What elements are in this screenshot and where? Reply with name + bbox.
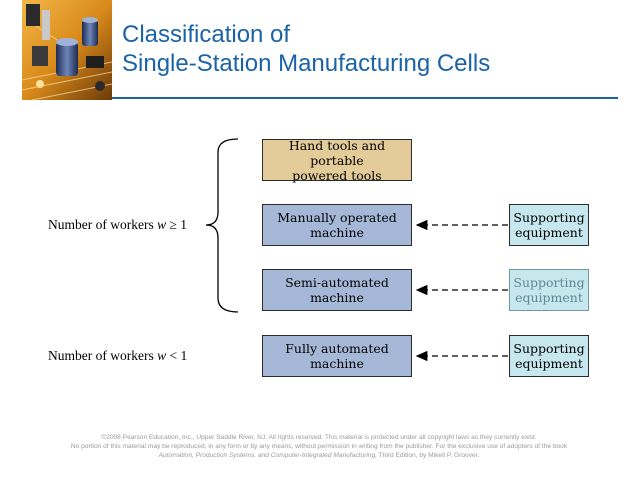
- workers-lt-var: w: [157, 348, 167, 363]
- title-line-2: Single-Station Manufacturing Cells: [122, 50, 491, 77]
- supporting-equipment-fully: Supporting equipment: [509, 335, 589, 377]
- title-underline: [112, 97, 618, 99]
- workers-brace: [205, 138, 239, 313]
- book-edition: Third Edition, by Mikell P. Groover.: [376, 452, 480, 459]
- header-photo: [22, 0, 112, 100]
- supporting-equipment-manual: Supporting equipment: [509, 204, 589, 246]
- workers-ge-var: w: [157, 217, 167, 232]
- copyright-line-1: ©2008 Pearson Education, Inc., Upper Sad…: [101, 434, 537, 441]
- book-title: Automation, Production Systems, and Comp…: [158, 452, 377, 459]
- hand-tools-box: Hand tools and portable powered tools: [262, 138, 412, 183]
- copyright-line-2: No portion of this material may be repro…: [70, 443, 568, 450]
- workers-lt-prefix: Number of workers: [48, 348, 158, 363]
- supporting-equipment-semi: Supporting equipment: [509, 269, 589, 311]
- circuit-board-image: [22, 0, 112, 100]
- workers-lt-one-label: Number of workers w < 1: [48, 348, 187, 364]
- title-line-1: Classification of: [122, 21, 291, 48]
- workers-ge-one-label: Number of workers w ≥ 1: [48, 217, 187, 233]
- slide-title: Classification of Single-Station Manufac…: [122, 20, 622, 78]
- workers-ge-rel: ≥ 1: [166, 217, 188, 232]
- workers-ge-prefix: Number of workers: [48, 217, 158, 232]
- fully-automated-box: Fully automated machine: [262, 335, 412, 377]
- copyright-line-3: Automation, Production Systems, and Comp…: [0, 451, 638, 460]
- manual-machine-box: Manually operated machine: [262, 204, 412, 246]
- workers-lt-rel: < 1: [166, 348, 188, 363]
- semi-automated-box: Semi-automated machine: [262, 269, 412, 311]
